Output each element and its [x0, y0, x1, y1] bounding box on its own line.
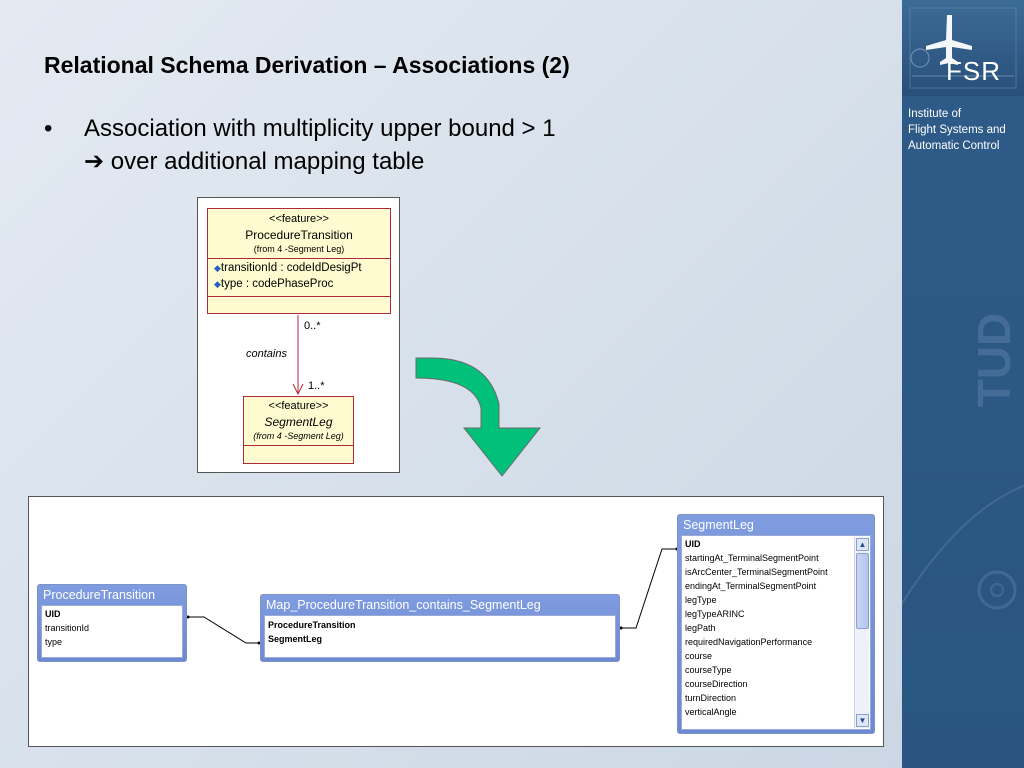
table-field[interactable]: type	[45, 637, 63, 647]
table-field[interactable]: legTypeARINC	[685, 609, 745, 619]
bullet-text-line2: ➔ over additional mapping table	[84, 148, 425, 175]
source-multiplicity: 0..*	[304, 320, 321, 332]
table-field[interactable]: requiredNavigationPerformance	[685, 637, 813, 647]
table-field[interactable]: startingAt_TerminalSegmentPoint	[685, 553, 819, 563]
scroll-down-icon[interactable]: ▼	[856, 714, 869, 727]
table-title: SegmentLeg	[683, 518, 754, 532]
table-segment-leg[interactable]: SegmentLeg UID startingAt_TerminalSegmen…	[677, 514, 875, 734]
bullet-text-line1: Association with multiplicity upper boun…	[84, 115, 556, 142]
institute-name: Institute of Flight Systems and Automati…	[908, 106, 1006, 154]
attribute-icon: ◆	[214, 279, 221, 289]
table-field-list: UID startingAt_TerminalSegmentPoint isAr…	[681, 535, 871, 730]
association-label: contains	[246, 348, 287, 360]
table-field-foreign-key[interactable]: ProcedureTransition	[268, 620, 356, 630]
target-multiplicity: 1..*	[308, 380, 325, 392]
table-field[interactable]: legPath	[685, 623, 716, 633]
svg-text:TUD: TUD	[970, 313, 1020, 408]
institute-line: Institute of	[908, 108, 962, 120]
table-field[interactable]: endingAt_TerminalSegmentPoint	[685, 581, 817, 591]
uml-attribute: ◆type : codePhaseProc	[214, 278, 334, 290]
institute-line: Automatic Control	[908, 140, 1000, 152]
table-mapping[interactable]: Map_ProcedureTransition_contains_Segment…	[260, 594, 620, 662]
table-field-list: UID transitionId type	[41, 605, 183, 658]
scroll-thumb[interactable]	[856, 553, 869, 629]
uml-class-name: ProcedureTransition	[245, 228, 353, 242]
table-title: Map_ProcedureTransition_contains_Segment…	[266, 598, 541, 612]
table-title: ProcedureTransition	[43, 588, 156, 602]
fsr-logo: FSR	[902, 0, 1024, 96]
table-field[interactable]: transitionId	[45, 623, 90, 633]
uml-class-segment-leg: <<feature>> SegmentLeg (from 4 -Segment …	[243, 396, 354, 464]
table-field-primary-key[interactable]: UID	[685, 539, 701, 549]
bullet-symbol: •	[44, 115, 53, 142]
table-field-list: ProcedureTransition SegmentLeg	[264, 615, 616, 658]
table-procedure-transition[interactable]: ProcedureTransition UID transitionId typ…	[37, 584, 187, 662]
table-scrollbar[interactable]: ▲ ▼	[854, 537, 869, 728]
table-field[interactable]: course	[685, 651, 713, 661]
uml-diagram: <<feature>> ProcedureTransition (from 4 …	[197, 197, 400, 473]
table-field[interactable]: legType	[685, 595, 717, 605]
table-field-primary-key[interactable]: UID	[45, 609, 61, 619]
sidebar-branding: FSR Institute of Flight Systems and Auto…	[902, 0, 1024, 768]
tud-watermark: TUD	[970, 313, 1020, 408]
aircraft-watermark	[902, 484, 1024, 610]
table-field[interactable]: courseDirection	[685, 679, 748, 689]
airplane-logo-icon	[909, 7, 1017, 89]
uml-stereotype: <<feature>>	[268, 400, 329, 412]
uml-class-name: SegmentLeg	[264, 415, 333, 429]
scroll-up-icon[interactable]: ▲	[856, 538, 869, 551]
relational-schema-diagram: ProcedureTransition UID transitionId typ…	[28, 496, 884, 747]
uml-stereotype: <<feature>>	[269, 213, 329, 225]
uml-class-origin: (from 4 -Segment Leg)	[253, 431, 344, 441]
attribute-icon: ◆	[214, 263, 221, 273]
table-field[interactable]: turnDirection	[685, 693, 737, 703]
uml-class-procedure-transition: <<feature>> ProcedureTransition (from 4 …	[207, 208, 391, 314]
uml-attribute: ◆transitionId : codeIdDesigPt	[214, 262, 362, 274]
fsr-logo-text: FSR	[946, 56, 1001, 86]
institute-line: Flight Systems and	[908, 124, 1006, 136]
association-connector: 0..* contains 1..*	[246, 315, 325, 396]
table-field-foreign-key[interactable]: SegmentLeg	[268, 634, 323, 644]
table-field[interactable]: isArcCenter_TerminalSegmentPoint	[685, 567, 828, 577]
curved-arrow-icon	[415, 357, 542, 477]
table-field[interactable]: verticalAngle	[685, 707, 737, 717]
slide-title: Relational Schema Derivation – Associati…	[44, 52, 570, 78]
table-field[interactable]: courseType	[685, 665, 732, 675]
uml-class-origin: (from 4 -Segment Leg)	[253, 244, 345, 254]
